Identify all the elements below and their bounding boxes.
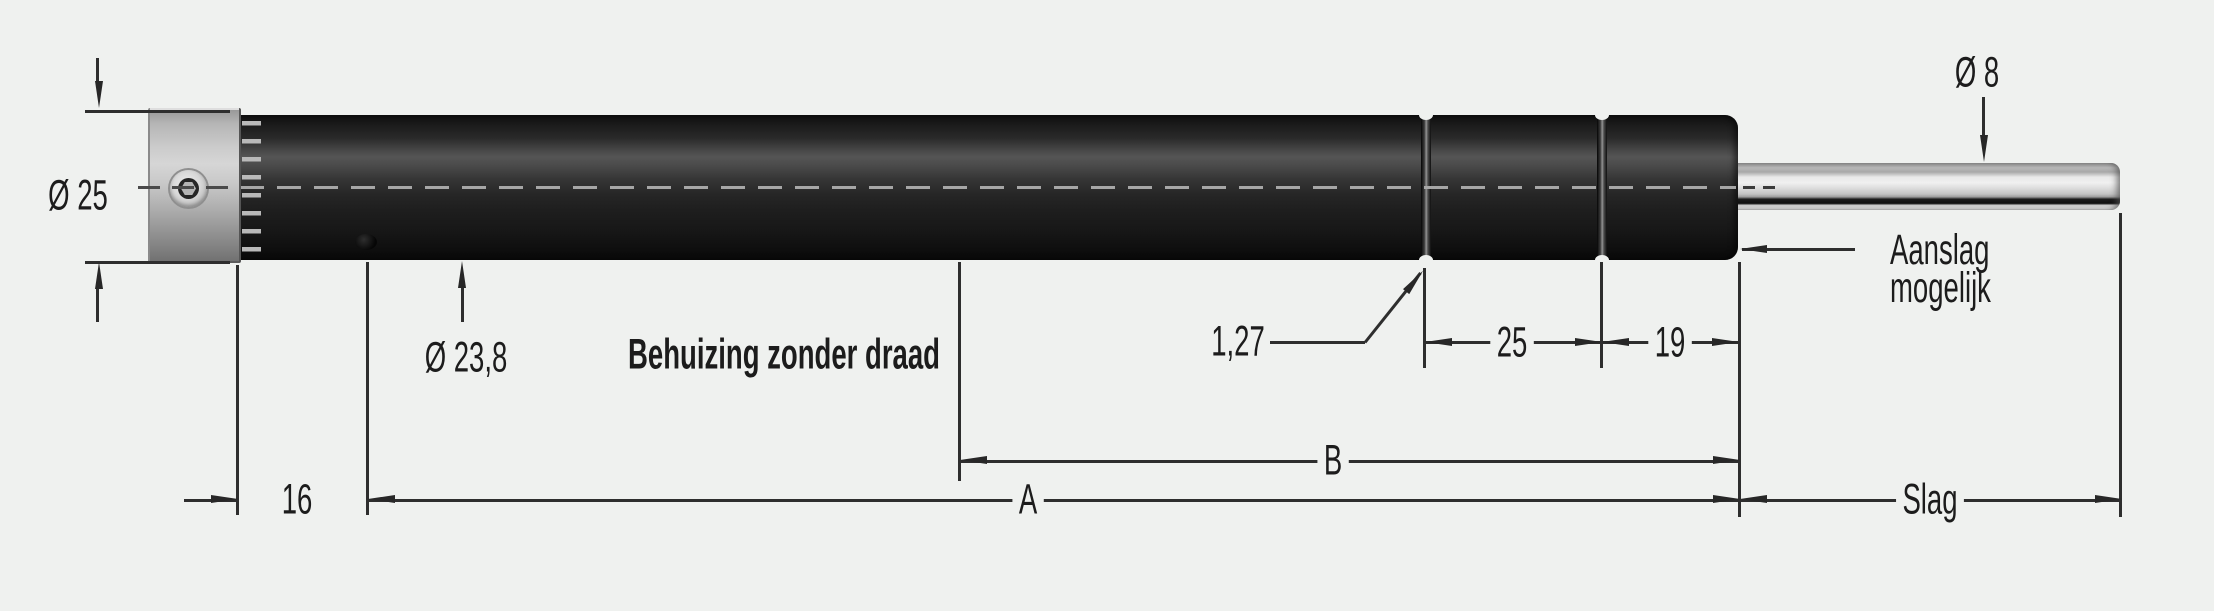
groove-leader-horizontal [1270,341,1365,344]
extension-line-groove-2 [1600,262,1603,368]
arrow-left-icon [1740,245,1767,253]
dim-line-A [368,499,1740,502]
groove-1-bottom-notch [1419,255,1433,265]
centerline-tube [240,186,1736,189]
label-rod-diameter: Ø 8 [1954,48,2000,97]
cap-dia-upper-stem [96,58,99,88]
arrow-right-icon [1713,495,1740,503]
extension-line-b-start [958,262,961,481]
arrow-up-icon [458,261,466,288]
arrow-up-icon [95,262,103,289]
tube-dia-stem [461,288,464,322]
piston-rod [1730,163,2120,210]
label-housing-note: Behuizing zonder draad [628,330,940,379]
arrow-right-icon [211,495,238,503]
label-cap-length: 16 [281,475,313,524]
extension-line-groove-1 [1423,268,1426,368]
label-stop-note: Aanslag mogelijk [1890,226,1991,312]
arrow-right-icon [1712,338,1739,346]
extension-line-housing-end [1738,262,1741,517]
label-cap-diameter: Ø 25 [48,171,108,220]
label-inner-length: B [1317,437,1349,485]
dim-line-B [960,460,1740,463]
arrow-right-icon [1575,338,1602,346]
extension-line-rod-end [2119,213,2122,517]
rod-dia-stem [1982,97,1985,137]
groove-2-bottom-notch [1595,255,1609,265]
arrow-right-icon [1713,456,1740,464]
extension-line-cap-end [236,265,239,515]
stop-note-line1: Aanslag [1890,226,1990,274]
stop-leader-line [1742,248,1855,251]
label-stroke: Slag [1896,476,1964,524]
groove-1-top-notch [1419,110,1433,120]
label-groove-width: 1,27 [1211,317,1265,366]
stop-note-line2: mogelijk [1890,264,1991,312]
arrow-left-icon [368,495,395,503]
centerline-right [1743,186,1777,189]
arrow-down-icon [1980,135,1988,162]
arrow-left-icon [1425,338,1452,346]
extension-line-a-start [366,262,369,515]
cap-bottom-extension-line [85,261,230,264]
label-tube-diameter: Ø 23,8 [424,333,508,382]
arrow-left-icon [1602,338,1629,346]
arrow-left-icon [960,456,987,464]
mounting-hole [355,234,377,250]
label-end-spacing: 19 [1648,319,1692,367]
centerline-left [138,186,239,189]
label-groove-spacing: 25 [1490,319,1534,367]
label-housing-length: A [1012,476,1044,524]
arrow-right-icon [2095,495,2122,503]
cap-dia-lower-stem [96,287,99,322]
groove-2-top-notch [1595,110,1609,120]
arrow-left-icon [1740,495,1767,503]
arrow-down-icon [95,81,103,108]
cap-top-extension-line [85,110,230,113]
